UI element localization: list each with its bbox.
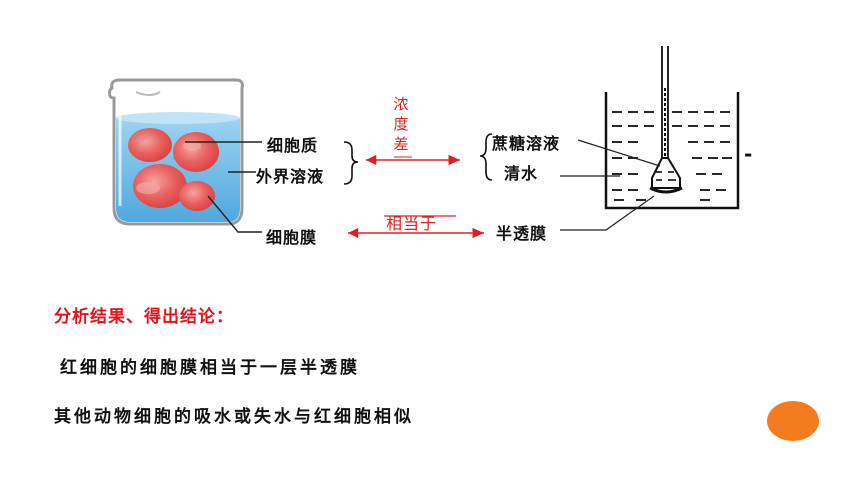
red-blood-cell <box>179 181 215 211</box>
thistle-funnel <box>651 157 681 189</box>
red-blood-cell <box>173 132 219 172</box>
side-dash-mark: - <box>744 142 754 166</box>
label-concentration-difference: 浓度差 <box>393 95 409 153</box>
osmometer-container <box>604 92 740 210</box>
label-sucrose-solution: 蔗糖溶液 <box>492 134 561 153</box>
red-blood-cell <box>133 164 187 208</box>
red-blood-cell <box>128 128 172 162</box>
leader-line <box>560 195 655 231</box>
water-surface <box>116 112 240 124</box>
beaker <box>108 78 262 233</box>
label-clear-water: 清水 <box>504 164 539 183</box>
label-cytoplasm: 细胞质 <box>267 136 319 155</box>
left-brace <box>343 141 359 185</box>
osmometer <box>560 46 740 231</box>
label-semipermeable-membrane: 半透膜 <box>496 224 548 243</box>
right-brace <box>479 133 493 181</box>
beaker-glass <box>108 78 244 226</box>
conclusion-line-2: 其他动物细胞的吸水或失水与红细胞相似 <box>54 407 414 427</box>
leader-line <box>207 195 262 233</box>
conclusion-line-1: 红细胞的细胞膜相当于一层半透膜 <box>60 358 360 378</box>
orange-dot-decoration <box>767 401 819 441</box>
conclusion-heading: 分析结果、得出结论： <box>54 307 234 327</box>
label-equivalent: 相当于 <box>386 214 438 233</box>
label-external-solution: 外界溶液 <box>256 167 325 186</box>
label-cell-membrane: 细胞膜 <box>266 228 318 247</box>
membrane <box>649 186 683 194</box>
leader-line <box>577 139 661 167</box>
